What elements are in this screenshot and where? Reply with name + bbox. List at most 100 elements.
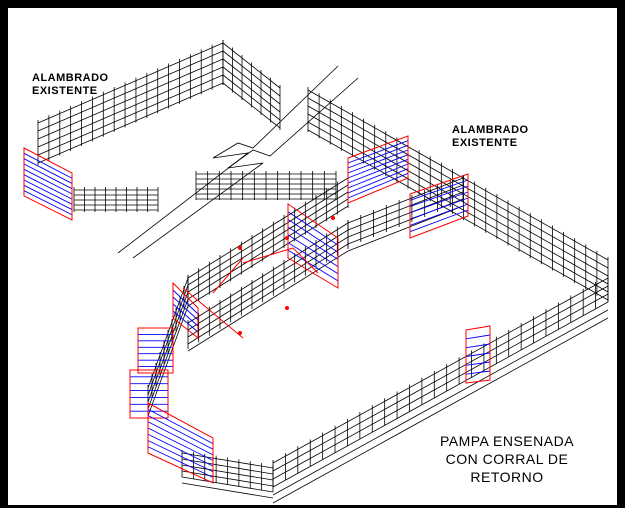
gate-bar (465, 370, 491, 375)
gate-bar (409, 191, 469, 214)
fence-rail (187, 198, 349, 300)
fence-segment (307, 87, 609, 302)
gate-frame (287, 203, 339, 289)
gate-bar (147, 440, 214, 473)
gate-bar (23, 184, 73, 210)
break-lines (117, 65, 359, 259)
fence-rail (347, 177, 464, 224)
gate-bar (23, 179, 73, 205)
fence-segment (222, 40, 281, 130)
gate (23, 147, 73, 221)
drawing-panel: ALAMBRADO EXISTENTE ALAMBRADO EXISTENTE … (8, 8, 617, 505)
gate-bar (23, 152, 73, 179)
fence-rail (307, 89, 609, 261)
gate-bar (172, 310, 199, 333)
fence-rail (181, 482, 274, 499)
gate (409, 173, 469, 239)
chute-member (212, 257, 244, 294)
chute-frame (182, 216, 335, 339)
label-line: EXISTENTE (32, 85, 98, 97)
post-marker (238, 331, 242, 335)
fence-rail (187, 229, 349, 331)
label-existing-fence-right: ALAMBRADO EXISTENTE (452, 124, 529, 150)
gate-bar (287, 226, 339, 260)
gate-bar (23, 168, 73, 195)
gate-bar (347, 168, 409, 194)
fence-segment (37, 40, 224, 165)
fence-rail (272, 277, 609, 464)
fence-rail (37, 58, 224, 140)
fence-rail (347, 205, 464, 252)
fence-segment (187, 220, 349, 352)
fence-rail (272, 317, 609, 504)
gate (129, 369, 169, 419)
gate-bar (347, 172, 409, 199)
gate-frame (409, 173, 469, 239)
fence-rail (272, 301, 609, 488)
chute-member (182, 287, 244, 339)
label-existing-fence-left: ALAMBRADO EXISTENTE (32, 72, 109, 98)
gate-bar (147, 433, 214, 467)
gate-bar (465, 361, 491, 366)
post-marker (285, 236, 289, 240)
gate-bar (347, 154, 409, 179)
gate-bar (409, 197, 469, 220)
fence-rail (37, 50, 224, 132)
gate-bar (172, 289, 199, 315)
gate-bar (172, 296, 199, 321)
gate-frame (147, 402, 214, 484)
gate (147, 402, 214, 484)
title-line: RETORNO (470, 469, 544, 485)
gate-bar (347, 158, 409, 184)
fence-rail (307, 121, 609, 293)
fence-rail (307, 113, 609, 285)
gate-frame (347, 135, 409, 204)
fence-rail (272, 309, 609, 496)
gate-bar (347, 144, 409, 169)
gate-bar (347, 149, 409, 174)
gate-bar (409, 179, 469, 201)
fence-rail (307, 105, 609, 277)
gate-bar (409, 203, 469, 226)
gate-bar (147, 427, 214, 461)
gate-frame (129, 369, 169, 419)
gate-bar (465, 343, 491, 349)
gate-frame (137, 327, 174, 374)
fence-lines (37, 40, 609, 504)
fence-rail (187, 236, 349, 338)
drawing-title: PAMPA ENSENADA CON CORRAL DE RETORNO (412, 432, 602, 486)
gate-bar (347, 140, 409, 164)
gate-bar (287, 211, 339, 246)
fence-rail (37, 42, 224, 124)
fence-rail (187, 191, 349, 293)
fence-rail (187, 177, 349, 279)
fence-rail (187, 243, 349, 345)
gate-bar (23, 174, 73, 200)
break-line (132, 77, 359, 259)
fence-rail (37, 74, 224, 156)
post-marker (331, 216, 335, 220)
gate-bar (409, 209, 469, 233)
gate-bar (23, 190, 73, 216)
fence-segment (73, 187, 159, 212)
gate-frame (465, 325, 491, 384)
gate (465, 325, 491, 384)
gate-frame (172, 281, 199, 340)
title-line: CON CORRAL DE (445, 451, 569, 467)
fence-segment (181, 450, 274, 499)
gate-bar (147, 446, 214, 478)
gate (347, 135, 409, 204)
fence-rail (307, 97, 609, 269)
fence-rail (272, 293, 609, 480)
fence-rail (187, 250, 349, 352)
fence-rail (37, 82, 224, 164)
corral-drawing (23, 40, 609, 504)
fence-rail (272, 285, 609, 472)
gate-bar (287, 219, 339, 253)
fence-rail (187, 184, 349, 286)
gate-bar (147, 421, 214, 456)
fence-segment (272, 275, 609, 504)
gate (172, 281, 199, 340)
title-line: PAMPA ENSENADA (439, 433, 575, 449)
fence-rail (347, 184, 464, 231)
